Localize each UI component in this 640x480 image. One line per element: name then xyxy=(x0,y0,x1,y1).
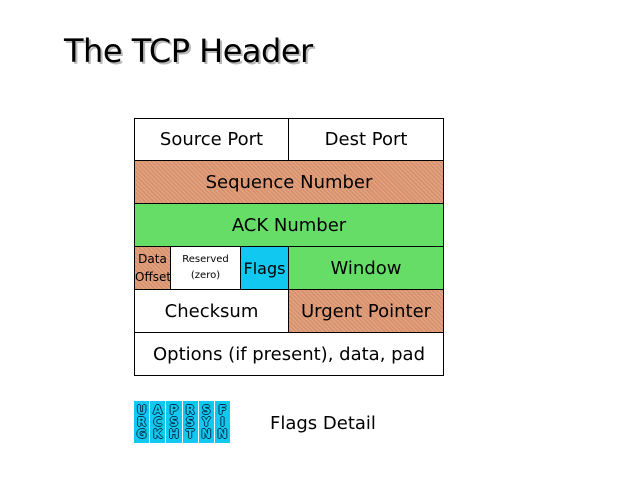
flag-letter: U xyxy=(136,403,147,417)
urgent-pointer-field: Urgent Pointer xyxy=(288,289,445,333)
options-field: Options (if present), data, pad xyxy=(133,332,445,376)
flag-letter: T xyxy=(186,427,195,441)
flag-letter: R xyxy=(136,415,147,429)
flag-letter: P xyxy=(169,403,179,417)
flag-rst: R S T xyxy=(183,401,199,443)
flag-ack: A C K xyxy=(150,401,167,443)
flag-letter: Y xyxy=(201,415,211,429)
sequence-number-field: Sequence Number xyxy=(133,160,445,204)
flag-letter: I xyxy=(220,415,225,429)
flag-letter: S xyxy=(185,415,195,429)
reserved-line-1: Reserved xyxy=(182,254,229,265)
data-offset-line-2: Offset xyxy=(135,270,171,284)
data-offset-field: Data Offset xyxy=(134,246,171,290)
dest-port-field: Dest Port xyxy=(288,118,445,161)
flag-letter: N xyxy=(201,427,212,441)
flags-detail-label: Flags Detail xyxy=(270,413,376,434)
data-offset-line-1: Data xyxy=(138,252,167,266)
flag-letter: A xyxy=(153,403,163,417)
flag-letter: F xyxy=(218,403,227,417)
checksum-field: Checksum xyxy=(133,289,290,333)
flag-letter: K xyxy=(153,427,163,441)
flag-fin: F I N xyxy=(215,401,230,443)
flags-field: Flags xyxy=(239,246,290,290)
tcp-header-diagram: Source Port Dest Port Sequence Number AC… xyxy=(133,118,445,376)
flag-letter: G xyxy=(136,427,147,441)
slide-title: The TCP Header xyxy=(64,32,313,70)
reserved-line-2: (zero) xyxy=(190,270,221,281)
flag-urg: U R G xyxy=(134,401,151,443)
flag-letter: N xyxy=(217,427,228,441)
flag-letter: C xyxy=(153,415,163,429)
flag-letter: S xyxy=(169,415,179,429)
flag-letter: S xyxy=(201,403,211,417)
flag-letter: H xyxy=(168,427,179,441)
source-port-field: Source Port xyxy=(133,118,290,161)
flag-letter: R xyxy=(185,403,195,417)
reserved-field: Reserved (zero) xyxy=(170,246,241,290)
flag-syn: S Y N xyxy=(199,401,215,443)
flag-psh: P S H xyxy=(166,401,183,443)
window-field: Window xyxy=(288,246,445,290)
flags-detail-box: U R G A C K P S H R S T S Y N F I N xyxy=(134,401,230,443)
ack-number-field: ACK Number xyxy=(133,203,445,247)
